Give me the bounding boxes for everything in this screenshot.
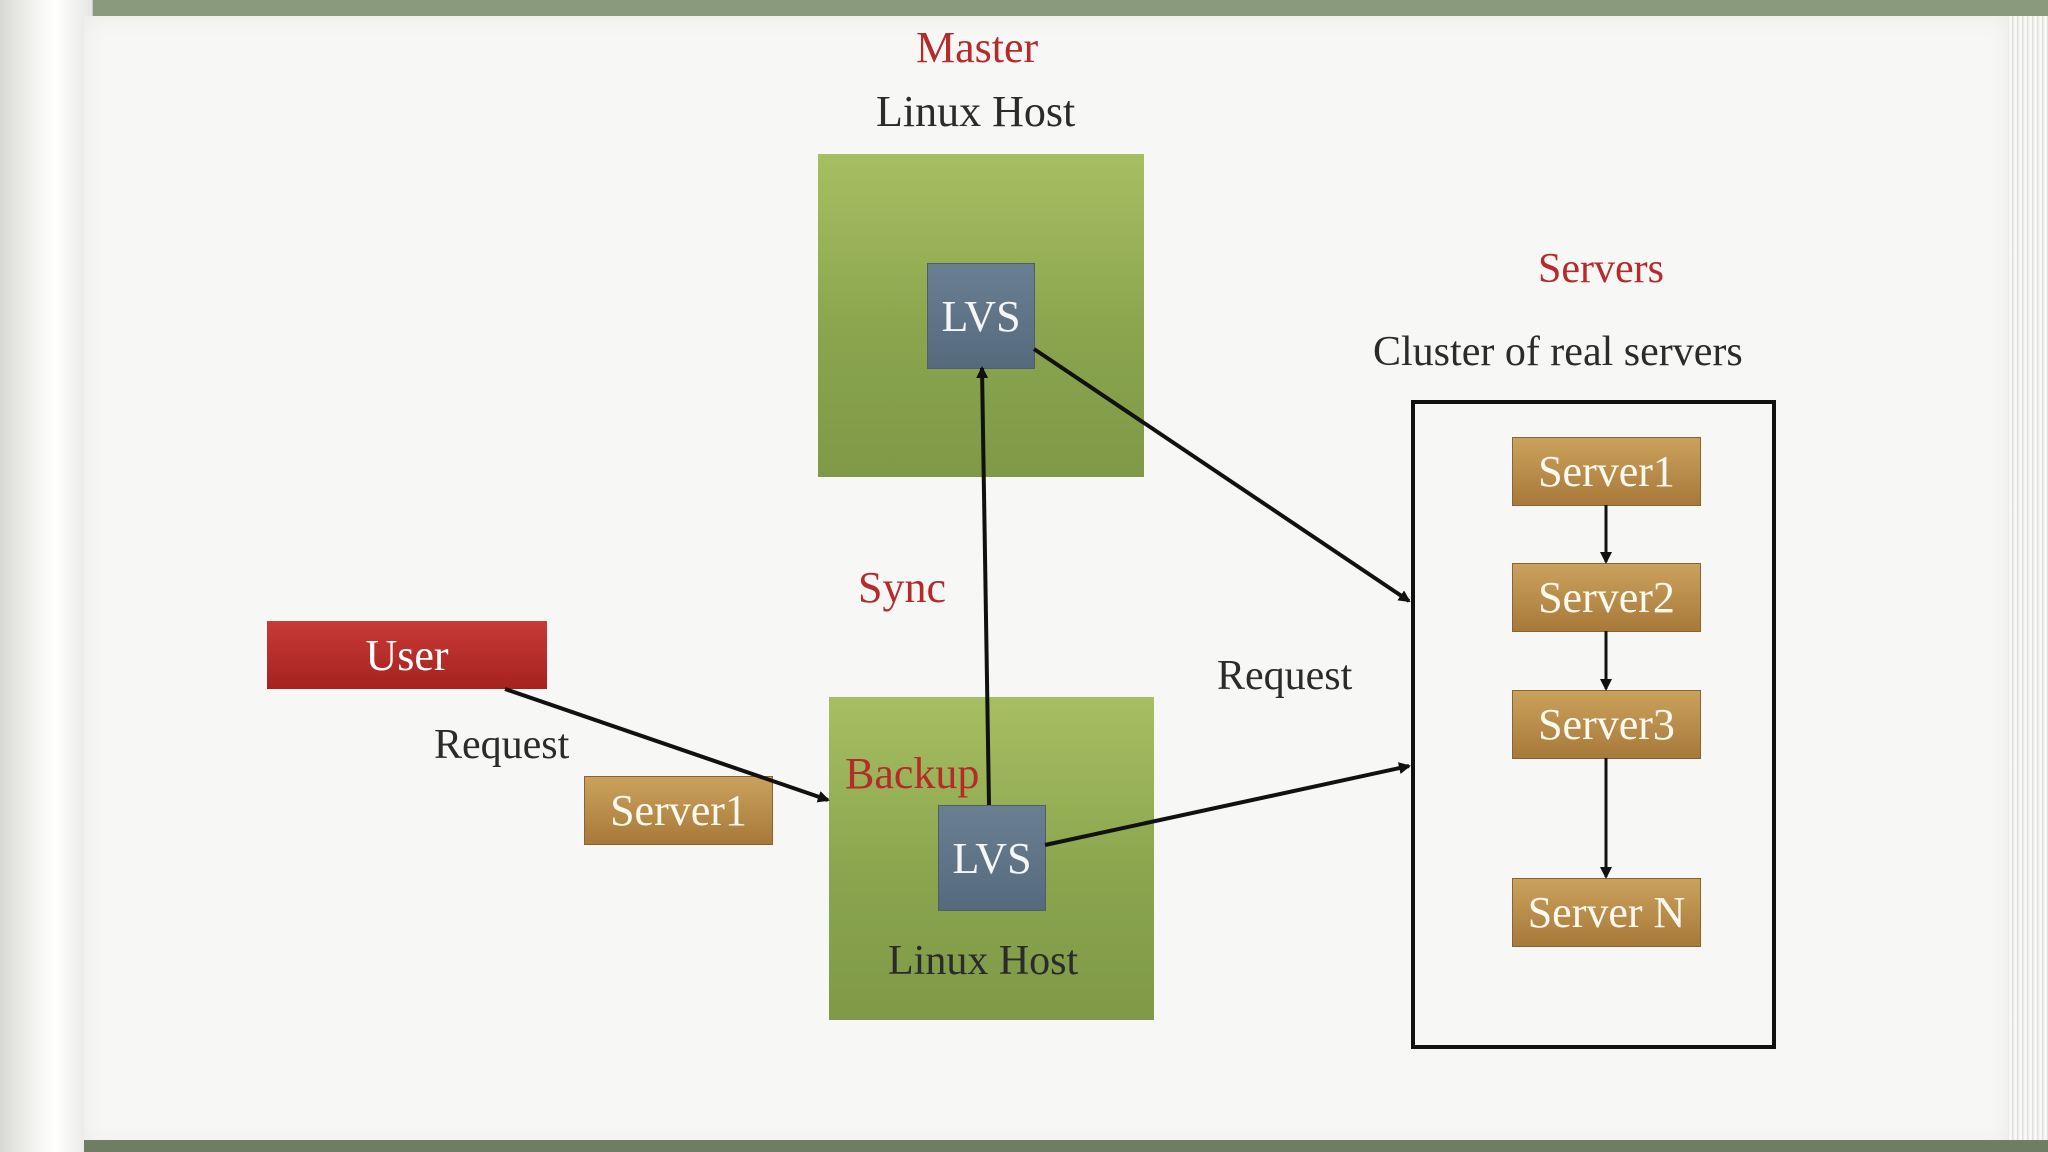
- master-title: Master: [916, 23, 1039, 72]
- cluster-server-3: Server3: [1512, 690, 1701, 759]
- notebook-binding: [0, 0, 93, 1152]
- servers-title: Servers: [1538, 246, 1664, 292]
- master-lvs-node: LVS: [927, 263, 1035, 369]
- backup-lvs-node: LVS: [938, 805, 1046, 911]
- user-request-label: Request: [434, 722, 570, 768]
- page-bottom-edge: [84, 1140, 2048, 1152]
- page-stack-edge: [2008, 16, 2048, 1146]
- master-host-label: Linux Host: [876, 87, 1076, 136]
- cluster-server-1: Server1: [1512, 437, 1701, 506]
- user-node: User: [267, 621, 547, 689]
- cluster-server-n: Server N: [1512, 878, 1701, 947]
- server-cluster-box: [1411, 400, 1776, 1049]
- sync-label: Sync: [858, 563, 946, 612]
- backup-request-label: Request: [1217, 653, 1353, 699]
- user-server-tag: Server1: [584, 776, 773, 845]
- cluster-server-2: Server2: [1512, 563, 1701, 632]
- servers-subtitle: Cluster of real servers: [1373, 329, 1743, 375]
- backup-title: Backup: [845, 749, 980, 798]
- backup-host-label: Linux Host: [888, 938, 1079, 984]
